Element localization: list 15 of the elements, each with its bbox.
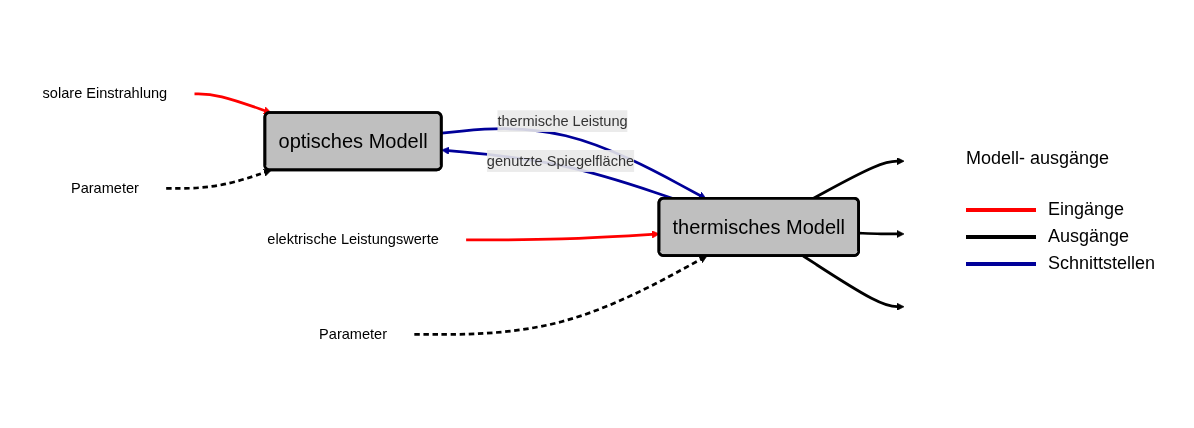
node-text: Parameter xyxy=(319,326,388,342)
edge-label: genutzte Spiegelfläche xyxy=(486,152,635,169)
arrow xyxy=(166,168,272,190)
legend-text: Eingänge xyxy=(1048,199,1125,220)
node-text: solare Einstrahlung xyxy=(42,85,168,101)
arrow xyxy=(194,92,272,115)
legend-text: Ausgänge xyxy=(1048,226,1130,247)
legend-text: Schnittstellen xyxy=(1048,253,1156,274)
edge-label: thermische Leistung xyxy=(497,112,628,129)
node-text: Parameter xyxy=(70,180,139,196)
arrow xyxy=(441,127,707,199)
output-note: Modell- ausgänge xyxy=(966,148,1111,169)
arrow xyxy=(859,229,905,238)
node-text: elektrische Leistungswerte xyxy=(267,231,439,247)
arrow xyxy=(414,255,708,336)
